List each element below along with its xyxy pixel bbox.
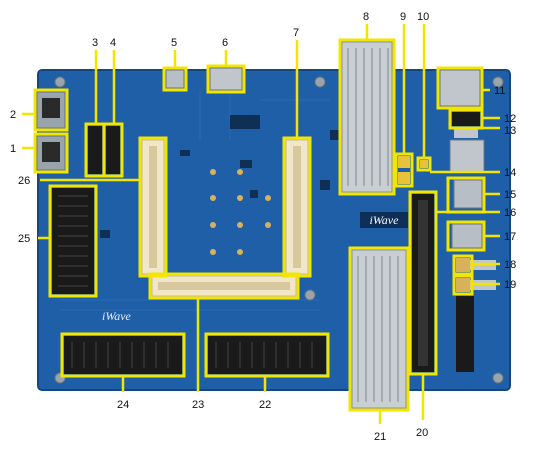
som-socket-right <box>285 139 309 275</box>
callout-14: 14 <box>504 167 516 179</box>
callout-6: 6 <box>222 37 228 49</box>
usb-a-stack <box>449 139 485 173</box>
callout-13: 13 <box>504 125 516 137</box>
callout-22: 22 <box>259 399 271 411</box>
rj45-connector-bottom <box>36 135 66 171</box>
heatsink-bottom <box>351 249 407 409</box>
callout-26: 26 <box>18 175 30 187</box>
fmc-connector-bottom-right <box>208 336 326 374</box>
callout-7: 7 <box>293 27 299 39</box>
usb-port-12 <box>452 112 480 126</box>
fmc-connector-bottom-left <box>64 336 182 374</box>
smd-components <box>100 115 344 238</box>
callout-10: 10 <box>417 11 429 23</box>
som-socket-left <box>141 139 165 275</box>
svg-text:iWave: iWave <box>370 213 400 227</box>
rj45-connector-top <box>36 91 66 129</box>
fmc-connector-left <box>52 188 94 294</box>
callout-15: 15 <box>504 189 516 201</box>
pin-header-3 <box>88 126 102 174</box>
callout-labels: 1 2 3 4 5 6 7 8 9 10 11 12 13 14 15 16 1… <box>10 11 516 443</box>
callout-11: 11 <box>494 85 505 97</box>
pcie-slot <box>412 194 434 372</box>
callout-4: 4 <box>110 37 116 49</box>
silkscreen-logo: iWave <box>102 309 132 323</box>
callout-1: 1 <box>10 143 16 155</box>
brand-logo: iWave <box>360 212 408 228</box>
callout-21: 21 <box>374 431 386 443</box>
callout-18: 18 <box>504 259 516 271</box>
jumper-9 <box>398 156 410 184</box>
callout-12: 12 <box>504 113 516 125</box>
test-points <box>210 169 271 255</box>
svg-text:iWave: iWave <box>102 309 132 323</box>
pin-header-4 <box>106 126 120 174</box>
callout-20: 20 <box>416 427 428 439</box>
callout-5: 5 <box>171 37 177 49</box>
som-socket-bottom <box>151 275 297 297</box>
display-port-17 <box>451 223 483 249</box>
callout-23: 23 <box>192 399 204 411</box>
heatsink-top <box>341 41 393 193</box>
callout-16: 16 <box>504 207 516 219</box>
led-10 <box>420 160 428 168</box>
mounting-holes <box>54 76 504 384</box>
callout-19: 19 <box>504 279 516 291</box>
display-port-15 <box>453 179 483 209</box>
highlight-boxes <box>33 38 486 412</box>
callout-17: 17 <box>504 231 516 243</box>
callout-24: 24 <box>117 399 129 411</box>
callout-2: 2 <box>10 109 16 121</box>
callout-8: 8 <box>363 11 369 23</box>
usb-port-13 <box>454 128 478 138</box>
callout-25: 25 <box>18 233 30 245</box>
m2-slot <box>456 296 474 372</box>
usb-c-port <box>165 69 185 89</box>
callout-9: 9 <box>400 11 406 23</box>
hdmi-port-top <box>439 69 481 107</box>
sd-card-slot <box>209 67 243 91</box>
leader-lines <box>22 24 500 424</box>
callout-3: 3 <box>92 37 98 49</box>
